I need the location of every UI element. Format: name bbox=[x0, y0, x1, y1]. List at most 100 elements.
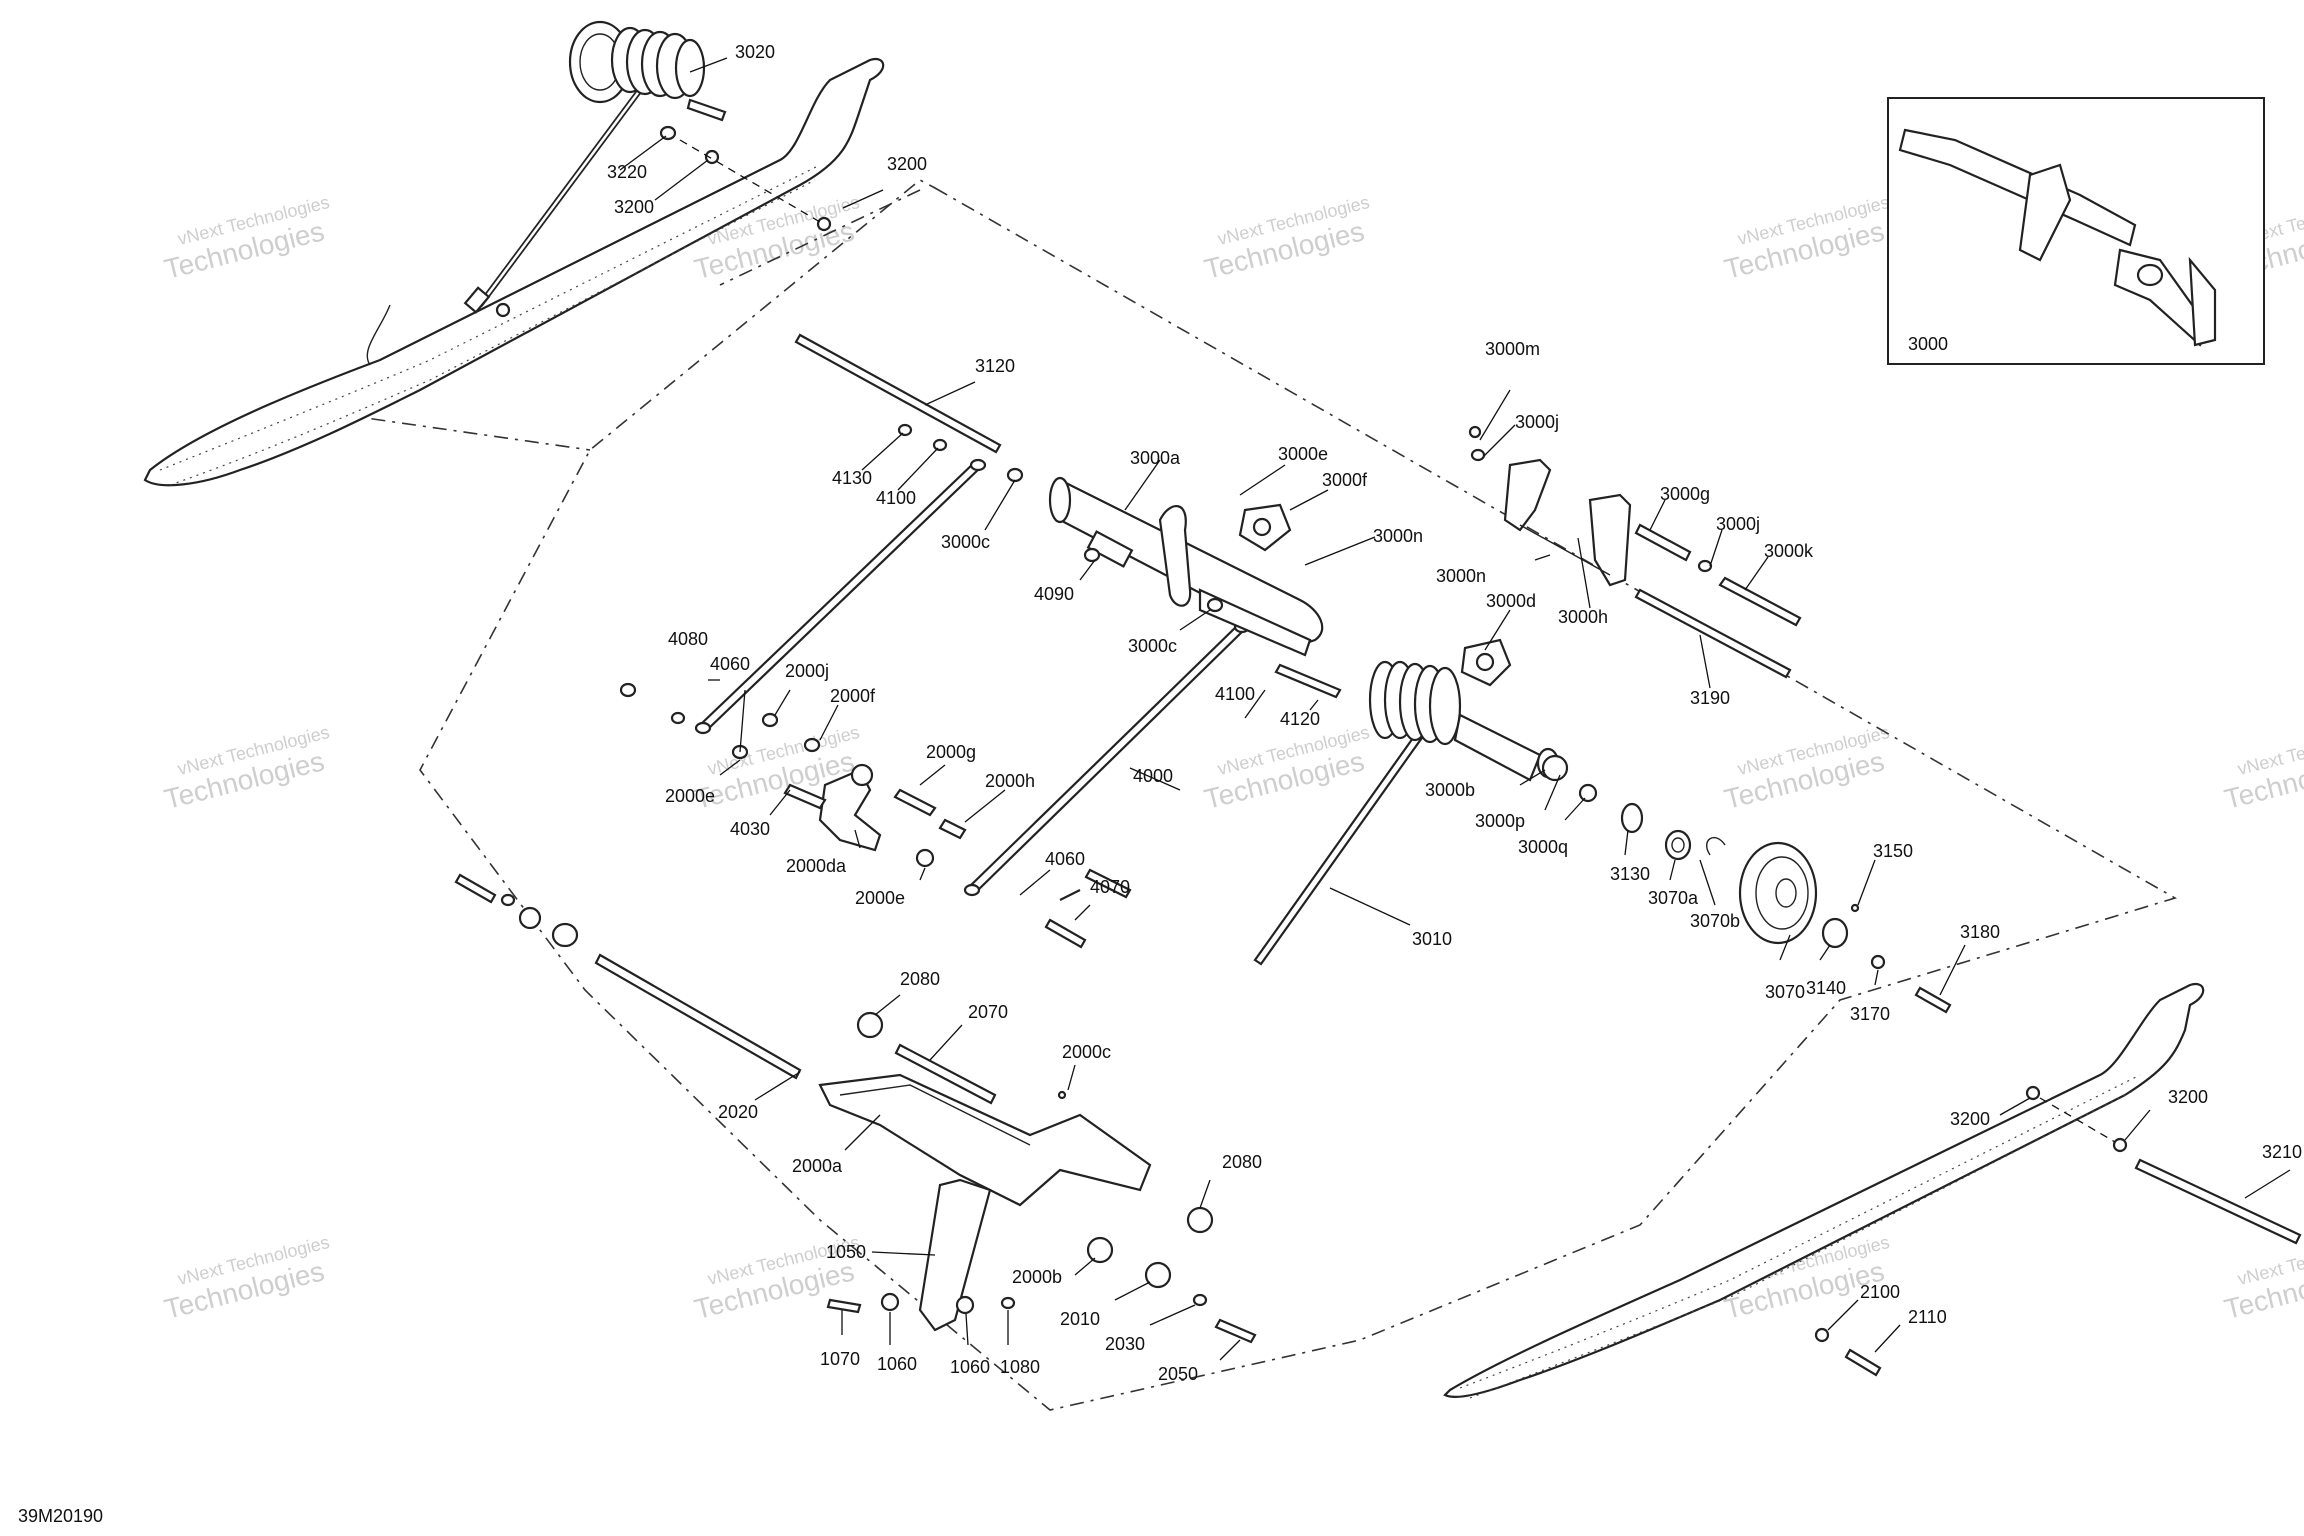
callout-2070: 2070 bbox=[968, 1002, 1008, 1022]
callout-2010: 2010 bbox=[1060, 1309, 1100, 1329]
small-parts-top-left bbox=[495, 125, 832, 318]
callout-labels: 3020 3220 3200 3200 3120 4130 4100 3000c… bbox=[607, 42, 2302, 1384]
inset-3000: 3000 bbox=[1887, 97, 2265, 365]
swing-arm-2000a bbox=[818, 1073, 1257, 1344]
callout-4130: 4130 bbox=[832, 468, 872, 488]
callout-3000c: 3000c bbox=[941, 532, 990, 552]
pins-right bbox=[1468, 425, 1802, 679]
callout-3220: 3220 bbox=[607, 162, 647, 182]
watermark: vNext Technologies Technologies bbox=[161, 1232, 331, 1325]
callout-3020: 3020 bbox=[735, 42, 775, 62]
callout-4100: 4100 bbox=[1215, 684, 1255, 704]
shaft-3000a bbox=[1048, 476, 1324, 657]
callout-3170: 3170 bbox=[1850, 1004, 1890, 1024]
bracket-3000e bbox=[1238, 503, 1292, 552]
wheel-stack-3070 bbox=[1541, 754, 1952, 1014]
watermark: vNext Technologies Technologies bbox=[1201, 192, 1371, 285]
callout-3000h: 3000h bbox=[1558, 607, 1608, 627]
callout-3210: 3210 bbox=[2262, 1142, 2302, 1162]
callout-3000m: 3000m bbox=[1485, 339, 1540, 359]
callout-3000p: 3000p bbox=[1475, 811, 1525, 831]
inset-label: 3000 bbox=[1908, 334, 1948, 354]
callout-1080: 1080 bbox=[1000, 1357, 1040, 1377]
callout-3070b: 3070b bbox=[1690, 911, 1740, 931]
assembly-outline bbox=[419, 179, 2178, 1411]
bracket-3000d bbox=[1460, 638, 1512, 687]
callout-1070: 1070 bbox=[820, 1349, 860, 1369]
callout-1060: 1060 bbox=[877, 1354, 917, 1374]
watermark: vNext Technologies Technologies bbox=[1201, 722, 1371, 815]
callout-2000b: 2000b bbox=[1012, 1267, 1062, 1287]
callout-3200: 3200 bbox=[887, 154, 927, 174]
callout-3070: 3070 bbox=[1765, 982, 1805, 1002]
callout-2000e: 2000e bbox=[665, 786, 715, 806]
callout-2080: 2080 bbox=[900, 969, 940, 989]
callout-3000g: 3000g bbox=[1660, 484, 1710, 504]
callout-2000a: 2000a bbox=[792, 1156, 843, 1176]
callout-2000da: 2000da bbox=[786, 856, 847, 876]
watermark: vNext Technologies Technologies bbox=[1721, 722, 1891, 815]
callout-3000c: 3000c bbox=[1128, 636, 1177, 656]
callout-3000b: 3000b bbox=[1425, 780, 1475, 800]
callout-2080: 2080 bbox=[1222, 1152, 1262, 1172]
callout-3180: 3180 bbox=[1960, 922, 2000, 942]
callout-3200: 3200 bbox=[614, 197, 654, 217]
callout-2050: 2050 bbox=[1158, 1364, 1198, 1384]
callout-4030: 4030 bbox=[730, 819, 770, 839]
left-rail bbox=[143, 57, 885, 487]
callout-4060: 4060 bbox=[1045, 849, 1085, 869]
callout-3120: 3120 bbox=[975, 356, 1015, 376]
rod-3120 bbox=[794, 333, 1002, 454]
rod-4000 bbox=[963, 620, 1251, 897]
callout-2000e: 2000e bbox=[855, 888, 905, 908]
callout-3200: 3200 bbox=[1950, 1109, 1990, 1129]
spring-3000b bbox=[1368, 660, 1560, 782]
callout-2000c: 2000c bbox=[1062, 1042, 1111, 1062]
plates-3000h bbox=[1503, 458, 1632, 587]
callout-3000a: 3000a bbox=[1130, 448, 1181, 468]
left-rail-outline bbox=[309, 189, 921, 451]
callout-4080: 4080 bbox=[668, 629, 708, 649]
callout-2000h: 2000h bbox=[985, 771, 1035, 791]
callout-3000j: 3000j bbox=[1515, 412, 1559, 432]
callout-3200: 3200 bbox=[2168, 1087, 2208, 1107]
callout-4100: 4100 bbox=[876, 488, 916, 508]
callout-4070: 4070 bbox=[1090, 877, 1130, 897]
callout-3070a: 3070a bbox=[1648, 888, 1699, 908]
spring-3020 bbox=[463, 20, 727, 314]
callout-4000: 4000 bbox=[1133, 766, 1173, 786]
callout-4060: 4060 bbox=[710, 654, 750, 674]
callout-2000f: 2000f bbox=[830, 686, 876, 706]
callout-3000e: 3000e bbox=[1278, 444, 1328, 464]
watermark: vNext Technologies Technologies bbox=[161, 722, 331, 815]
callout-3140: 3140 bbox=[1806, 978, 1846, 998]
callout-3190: 3190 bbox=[1690, 688, 1730, 708]
diagram-code: 39M20190 bbox=[18, 1506, 103, 1526]
watermark: vNext Technologies Technologies bbox=[2221, 722, 2304, 815]
callout-1050: 1050 bbox=[826, 1242, 866, 1262]
bracket-2000da bbox=[619, 423, 1342, 949]
leader-lines bbox=[619, 57, 2291, 1361]
callout-3150: 3150 bbox=[1873, 841, 1913, 861]
callout-2000g: 2000g bbox=[926, 742, 976, 762]
watermark: vNext Technologies Technologies bbox=[161, 192, 331, 285]
callout-2110: 2110 bbox=[1908, 1307, 1947, 1327]
callout-3000n: 3000n bbox=[1436, 566, 1486, 586]
callout-3000q: 3000q bbox=[1518, 837, 1568, 857]
shaft-2020 bbox=[454, 873, 1067, 1105]
callout-3130: 3130 bbox=[1610, 864, 1650, 884]
callout-2030: 2030 bbox=[1105, 1334, 1145, 1354]
watermark: vNext Technologies Technologies bbox=[2221, 1232, 2304, 1325]
callout-3000n: 3000n bbox=[1373, 526, 1423, 546]
watermark: vNext Technologies Technologies bbox=[1721, 192, 1891, 285]
callout-2000j: 2000j bbox=[785, 661, 829, 681]
callout-2020: 2020 bbox=[718, 1102, 758, 1122]
right-rail bbox=[1443, 982, 2302, 1399]
callout-4090: 4090 bbox=[1034, 584, 1074, 604]
rod-4100 bbox=[694, 458, 987, 735]
callout-3000d: 3000d bbox=[1486, 591, 1536, 611]
callout-3010: 3010 bbox=[1412, 929, 1452, 949]
callout-3000f: 3000f bbox=[1322, 470, 1368, 490]
callout-2100: 2100 bbox=[1860, 1282, 1900, 1302]
